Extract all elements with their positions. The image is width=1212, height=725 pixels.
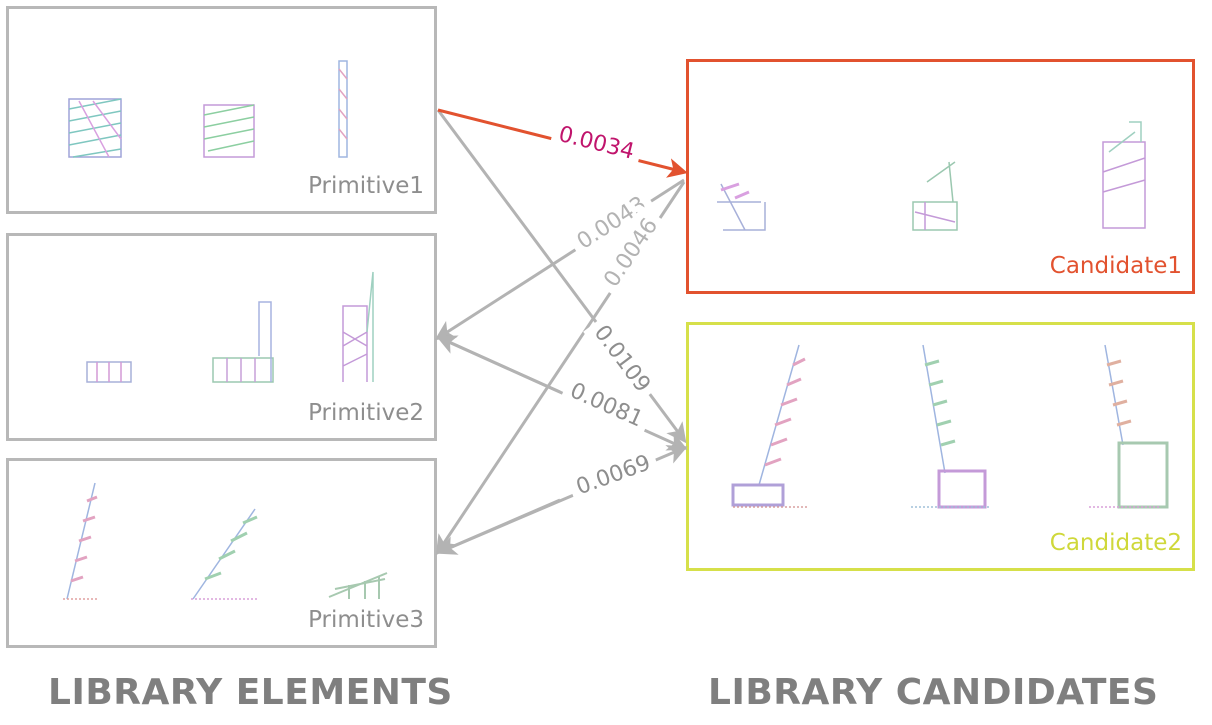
structure-thumbnail bbox=[63, 482, 388, 600]
arrow-candidate2-to-primitive3-start bbox=[436, 498, 561, 555]
candidate2-thumbnails bbox=[731, 344, 1169, 509]
primitive3-thumbnails bbox=[63, 482, 388, 600]
candidate2-label: Candidate2 bbox=[1049, 530, 1182, 556]
structure-thumbnail bbox=[717, 121, 1146, 231]
primitive3-panel: Primitive3 bbox=[6, 458, 437, 648]
candidate1-thumbnails bbox=[717, 121, 1146, 231]
primitive2-panel: Primitive2 bbox=[6, 233, 437, 441]
structure-thumbnail bbox=[68, 60, 348, 158]
library-candidates-heading: LIBRARY CANDIDATES bbox=[708, 672, 1159, 713]
primitive1-thumbnails bbox=[68, 60, 348, 158]
structure-thumbnail bbox=[731, 344, 1169, 509]
candidate1-panel: Candidate1 bbox=[686, 59, 1195, 294]
library-elements-heading: LIBRARY ELEMENTS bbox=[48, 672, 453, 713]
structure-thumbnail bbox=[86, 271, 374, 383]
candidate1-label: Candidate1 bbox=[1049, 253, 1182, 279]
candidate2-panel: Candidate2 bbox=[686, 322, 1195, 571]
primitive1-label: Primitive1 bbox=[308, 173, 424, 199]
primitive3-label: Primitive3 bbox=[308, 607, 424, 633]
primitive2-thumbnails bbox=[86, 271, 374, 383]
arrow-candidate2-to-primitive2-start bbox=[436, 335, 561, 394]
primitive2-label: Primitive2 bbox=[308, 400, 424, 426]
primitive1-panel: Primitive1 bbox=[6, 6, 437, 214]
